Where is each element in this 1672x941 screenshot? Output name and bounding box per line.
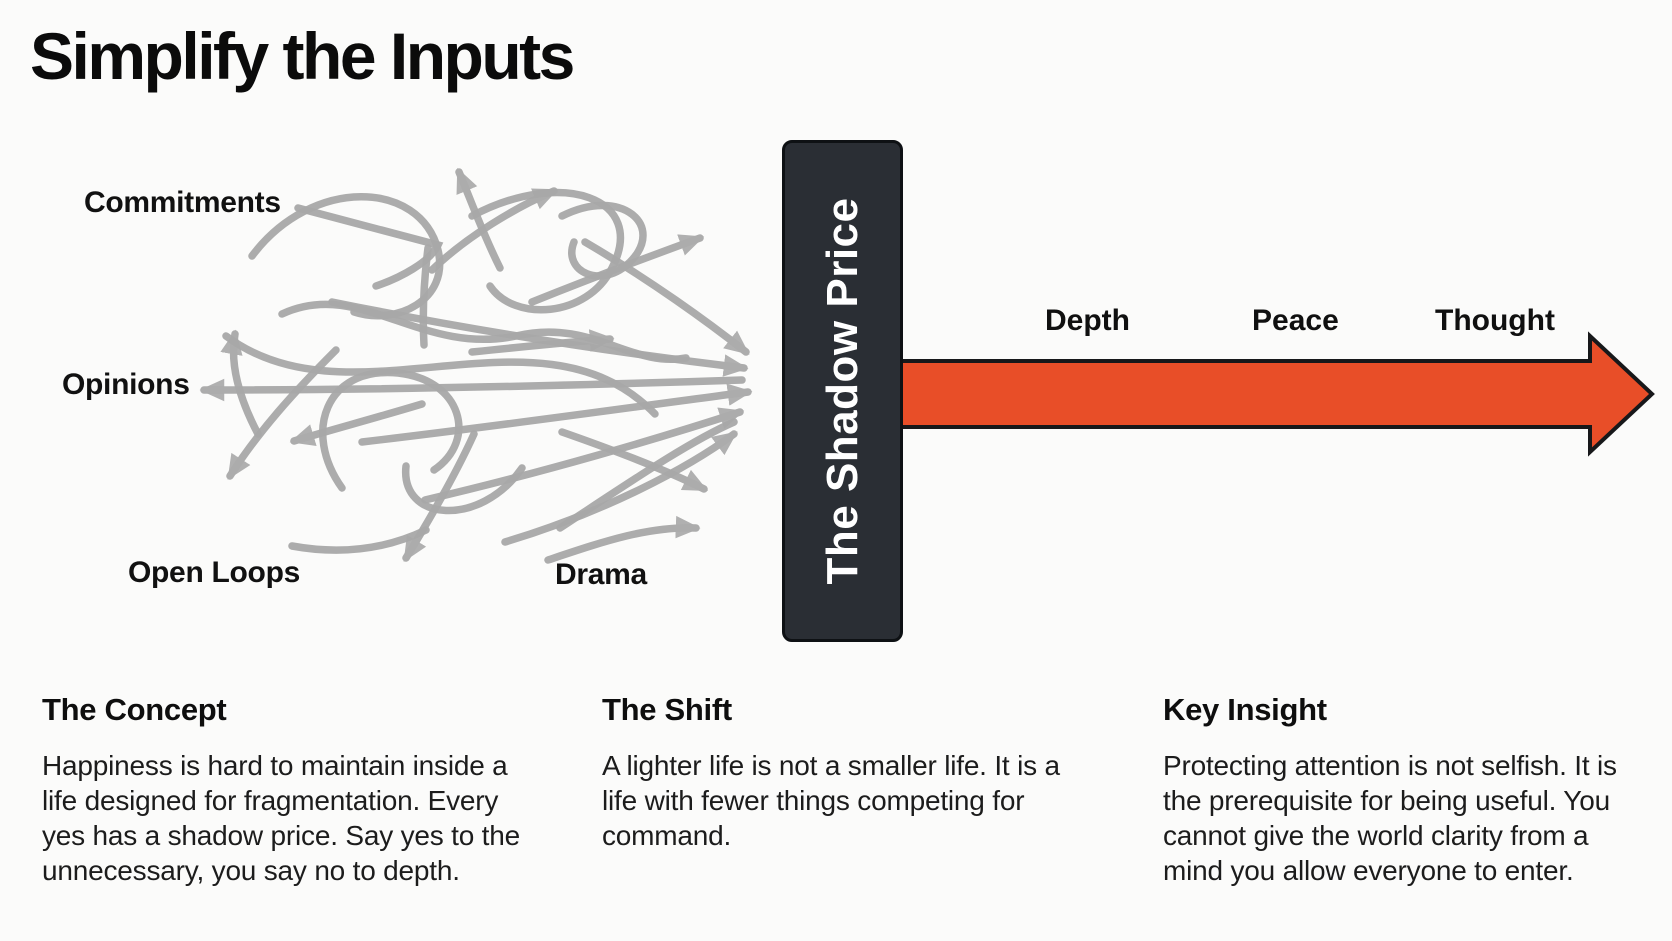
output-label-peace: Peace <box>1252 304 1339 337</box>
tangle-curve <box>558 201 647 280</box>
input-label-open-loops: Open Loops <box>128 556 300 589</box>
body-line: yes has a shadow price. Say yes to the <box>42 820 520 851</box>
arrow-to-barrier <box>358 383 753 446</box>
arrow-outward <box>226 346 340 480</box>
body-line: Happiness is hard to maintain inside a <box>42 750 508 781</box>
input-label-opinions: Opinions <box>62 368 190 401</box>
body-line: life with fewer things competing for <box>602 785 1025 816</box>
tangle-curve <box>402 462 526 515</box>
section-the-concept: The Concept Happiness is hard to maintai… <box>42 692 522 888</box>
forward-arrow-shape <box>898 331 1655 457</box>
arrow-to-barrier <box>558 428 709 493</box>
section-heading: The Shift <box>602 692 732 727</box>
section-heading: Key Insight <box>1163 692 1327 727</box>
output-label-thought: Thought <box>1435 304 1555 337</box>
section-body: Protecting attention is not selfish. It … <box>1163 748 1643 888</box>
tangle-curve <box>222 332 659 418</box>
arrow-to-barrier <box>421 407 745 504</box>
body-line: the prerequisite for being useful. You <box>1163 785 1610 816</box>
tangle-curve <box>468 188 625 314</box>
output-label-depth: Depth <box>1045 304 1130 337</box>
body-line: cannot give the world clarity from a <box>1163 820 1589 851</box>
arrow-outward <box>402 430 478 562</box>
arrow-to-barrier <box>581 238 750 356</box>
page-title: Simplify the Inputs <box>30 19 575 93</box>
tangle-curve <box>419 244 432 349</box>
arrow-outward <box>544 515 701 564</box>
arrow-outward <box>289 400 426 446</box>
section-key-insight: Key Insight Protecting attention is not … <box>1163 692 1643 888</box>
input-label-drama: Drama <box>555 558 647 591</box>
barrier-label: The Shadow Price <box>817 197 867 585</box>
body-line: command. <box>602 820 732 851</box>
section-body: A lighter life is not a smaller life. It… <box>602 748 1082 853</box>
body-line: mind you allow everyone to enter. <box>1163 855 1574 886</box>
input-label-commitments: Commitments <box>84 186 281 219</box>
tangle-curve <box>248 193 444 320</box>
section-the-shift: The Shift A lighter life is not a smalle… <box>602 692 1082 853</box>
tangle-curve <box>288 526 430 554</box>
body-line: A lighter life is not a smaller life. It… <box>602 750 1060 781</box>
shadow-price-barrier: The Shadow Price <box>782 140 903 642</box>
section-heading: The Concept <box>42 692 227 727</box>
tangle-curve <box>278 300 690 363</box>
arrow-to-barrier <box>501 430 738 546</box>
body-line: life designed for fragmentation. Every <box>42 785 499 816</box>
body-line: unnecessary, you say no to depth. <box>42 855 460 886</box>
section-body: Happiness is hard to maintain inside a l… <box>42 748 522 888</box>
arrow-to-barrier <box>199 376 746 402</box>
body-line: Protecting attention is not selfish. It … <box>1163 750 1617 781</box>
tangle-curve <box>556 418 738 532</box>
